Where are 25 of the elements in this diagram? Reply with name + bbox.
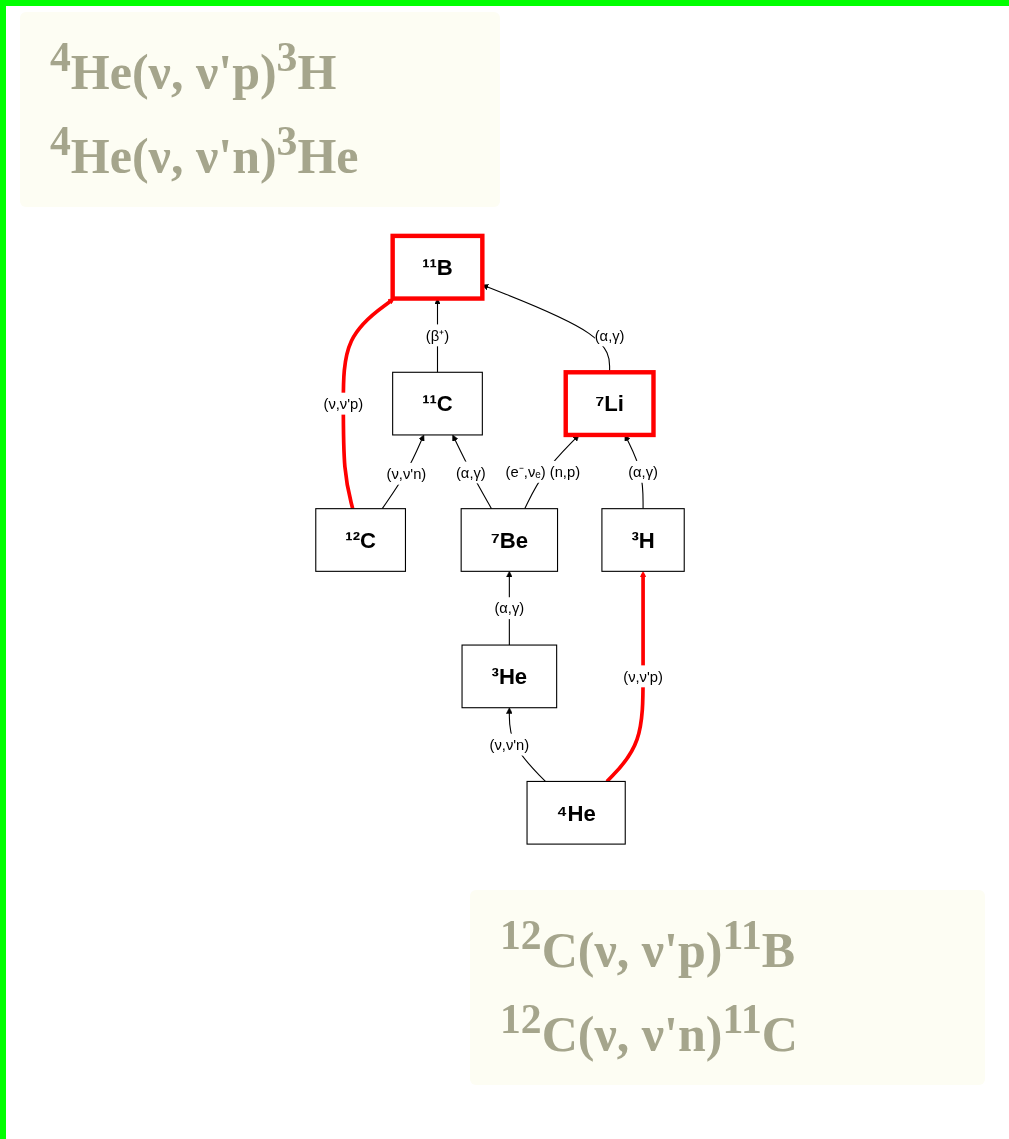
node-box: ¹¹B xyxy=(390,233,485,301)
node-box: ³H xyxy=(601,508,685,572)
node-box: ³He xyxy=(461,644,558,709)
edge-label: (ν,ν'p) xyxy=(623,668,663,685)
edge-label: (β⁺) xyxy=(425,327,450,344)
reaction-equation: $^{4}$He(ν, ν'p)$^{3}$H xyxy=(50,33,338,102)
edge-label: (α,γ) xyxy=(455,464,486,481)
edge-label: (ν,ν'n) xyxy=(386,465,427,482)
arrow xyxy=(605,571,647,783)
edge-label: (α,γ) xyxy=(594,327,625,344)
arrow xyxy=(452,434,493,510)
node-box: ⁴He xyxy=(526,780,626,845)
reaction-equation: $^{12}$C(ν, ν'p)$^{11}$B xyxy=(500,911,797,980)
edge-label: (ν,ν'n) xyxy=(489,736,530,753)
edge-label: (α,γ) xyxy=(494,600,525,617)
edge-label: (e⁻,νₑ) (n,p) xyxy=(505,463,581,480)
node-box: ⁷Li xyxy=(563,370,656,438)
node-box: ⁷Be xyxy=(460,508,559,572)
node-box: ¹²C xyxy=(315,508,406,572)
node-box: ¹¹C xyxy=(392,371,483,436)
edge-label: (α,γ) xyxy=(628,463,658,480)
arrow xyxy=(341,298,395,510)
edge-label: (ν,ν'p) xyxy=(323,395,364,412)
reaction-equation: $^{4}$He(ν, ν'n)$^{3}$He xyxy=(50,116,360,186)
reaction-equation: $^{12}$C(ν, ν'n)$^{11}$C xyxy=(500,994,799,1064)
